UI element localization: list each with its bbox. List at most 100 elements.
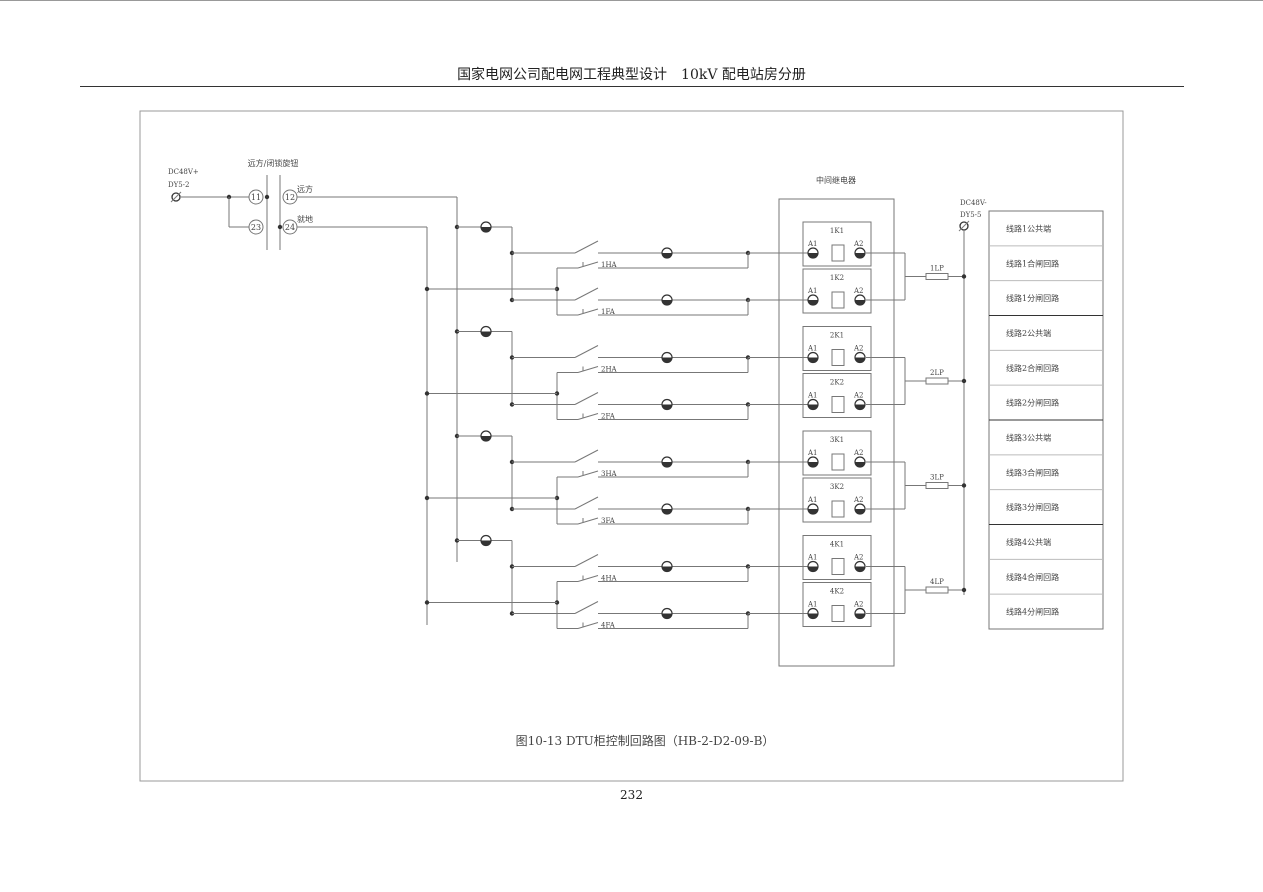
terminal-table-row: 线路2合闸回路 — [1006, 363, 1059, 373]
switch-contact — [574, 449, 599, 463]
contact-label: 4HA — [601, 575, 618, 583]
terminal-fill — [808, 357, 818, 363]
contact-label: 4FA — [601, 622, 616, 630]
terminal-table-row: 线路3合闸回路 — [1006, 467, 1059, 477]
switch-contact — [574, 392, 599, 405]
terminal-fill — [481, 436, 491, 441]
source-minus-id: DY5-5 — [960, 211, 982, 219]
junction-dot — [424, 286, 430, 292]
pin-a2: A2 — [853, 554, 864, 562]
relay-label: 3K1 — [830, 436, 844, 444]
terminal-number: 24 — [285, 223, 295, 232]
terminal-table-row: 线路1公共端 — [1006, 223, 1051, 233]
relay-coil — [831, 349, 845, 366]
relay-box — [802, 582, 872, 627]
source-terminal-icon — [171, 192, 181, 202]
relay-panel-title: 中间继电器 — [816, 175, 856, 185]
terminal-fill — [855, 404, 865, 410]
fuse-lp-icon — [925, 377, 949, 385]
switch-contact — [574, 496, 599, 510]
terminal-fill — [808, 509, 818, 514]
terminal-fill — [662, 509, 672, 514]
relay-label: 3K2 — [830, 483, 844, 491]
contact-label: 1FA — [601, 308, 616, 316]
terminal-table-row: 线路4公共端 — [1006, 537, 1051, 547]
terminal-number: 12 — [285, 193, 295, 202]
terminal-fill — [855, 613, 865, 619]
terminal-table-row: 线路4分闸回路 — [1006, 607, 1059, 617]
terminal-table-row: 线路3分闸回路 — [1006, 502, 1059, 512]
relay-label: 1K2 — [830, 274, 844, 282]
pin-a2: A2 — [853, 287, 864, 295]
terminal-fill — [662, 566, 672, 572]
contact-label: 1HA — [601, 261, 618, 269]
aux-contact — [577, 470, 599, 478]
relay-box — [802, 373, 872, 418]
terminal-fill — [808, 462, 818, 467]
page-header: 国家电网公司配电网工程典型设计 10kV 配电站房分册 — [457, 67, 806, 83]
junction-dot — [424, 495, 430, 501]
terminal-ring-icon — [248, 219, 264, 235]
pin-a2: A2 — [853, 601, 864, 609]
relay-label: 1K1 — [830, 227, 844, 235]
terminal-fill — [808, 404, 818, 410]
terminal-fill — [855, 253, 865, 258]
figure-caption: 图10-13 DTU柜控制回路图（HB-2-D2-09-B） — [516, 733, 775, 748]
pin-a2: A2 — [853, 449, 864, 457]
pin-a1: A1 — [807, 601, 818, 609]
relay-coil — [831, 453, 845, 471]
relay-box — [802, 535, 872, 580]
junction-dot — [424, 391, 430, 396]
source-terminal-slash — [958, 220, 970, 232]
terminal-fill — [662, 404, 672, 410]
switch-contact — [574, 554, 599, 567]
terminal-fill — [808, 613, 818, 619]
relay-label: 4K2 — [830, 588, 844, 596]
fuse-lp-label: 4LP — [930, 578, 944, 586]
terminal-table-row: 线路1合闸回路 — [1006, 258, 1059, 268]
relay-box — [802, 430, 872, 476]
switch-contact — [574, 287, 599, 301]
selector-title: 远方/闭锁旋钮 — [248, 158, 299, 168]
pin-a2: A2 — [853, 345, 864, 353]
relay-coil — [831, 244, 845, 262]
pin-a1: A1 — [807, 240, 818, 248]
relay-coil — [831, 291, 845, 309]
terminal-fill — [481, 540, 491, 546]
switch-contact — [574, 601, 599, 614]
relay-box — [802, 221, 872, 267]
aux-contact — [577, 366, 599, 373]
relay-label: 4K1 — [830, 541, 844, 549]
terminal-table-row: 线路2公共端 — [1006, 328, 1051, 338]
junction-dot — [424, 600, 430, 605]
junction-dot — [961, 483, 967, 488]
aux-contact — [577, 575, 599, 582]
relay-coil — [831, 500, 845, 518]
terminal-fill — [662, 300, 672, 305]
relay-coil — [831, 396, 845, 413]
terminal-fill — [662, 357, 672, 363]
junction-dot — [961, 587, 967, 593]
terminal-number: 11 — [251, 193, 261, 202]
relay-coil — [831, 605, 845, 622]
pin-a1: A1 — [807, 496, 818, 504]
relay-coil — [831, 558, 845, 575]
fuse-lp-label: 1LP — [930, 265, 944, 273]
relay-panel — [778, 198, 895, 667]
header-rule — [80, 86, 1184, 87]
source-plus-label: DC48V+ — [168, 168, 199, 176]
pin-a1: A1 — [807, 449, 818, 457]
relay-box — [802, 326, 872, 371]
switch-contact — [574, 345, 599, 358]
pin-a1: A1 — [807, 554, 818, 562]
page-top-border — [0, 0, 1263, 1]
aux-contact — [577, 413, 599, 420]
terminal-fill — [855, 300, 865, 305]
terminal-number: 23 — [251, 223, 261, 232]
terminal-fill — [855, 357, 865, 363]
terminal-fill — [662, 462, 672, 467]
fuse-lp-label: 2LP — [930, 369, 944, 377]
aux-contact — [577, 308, 599, 316]
terminal-fill — [855, 462, 865, 467]
terminal-fill — [855, 566, 865, 572]
